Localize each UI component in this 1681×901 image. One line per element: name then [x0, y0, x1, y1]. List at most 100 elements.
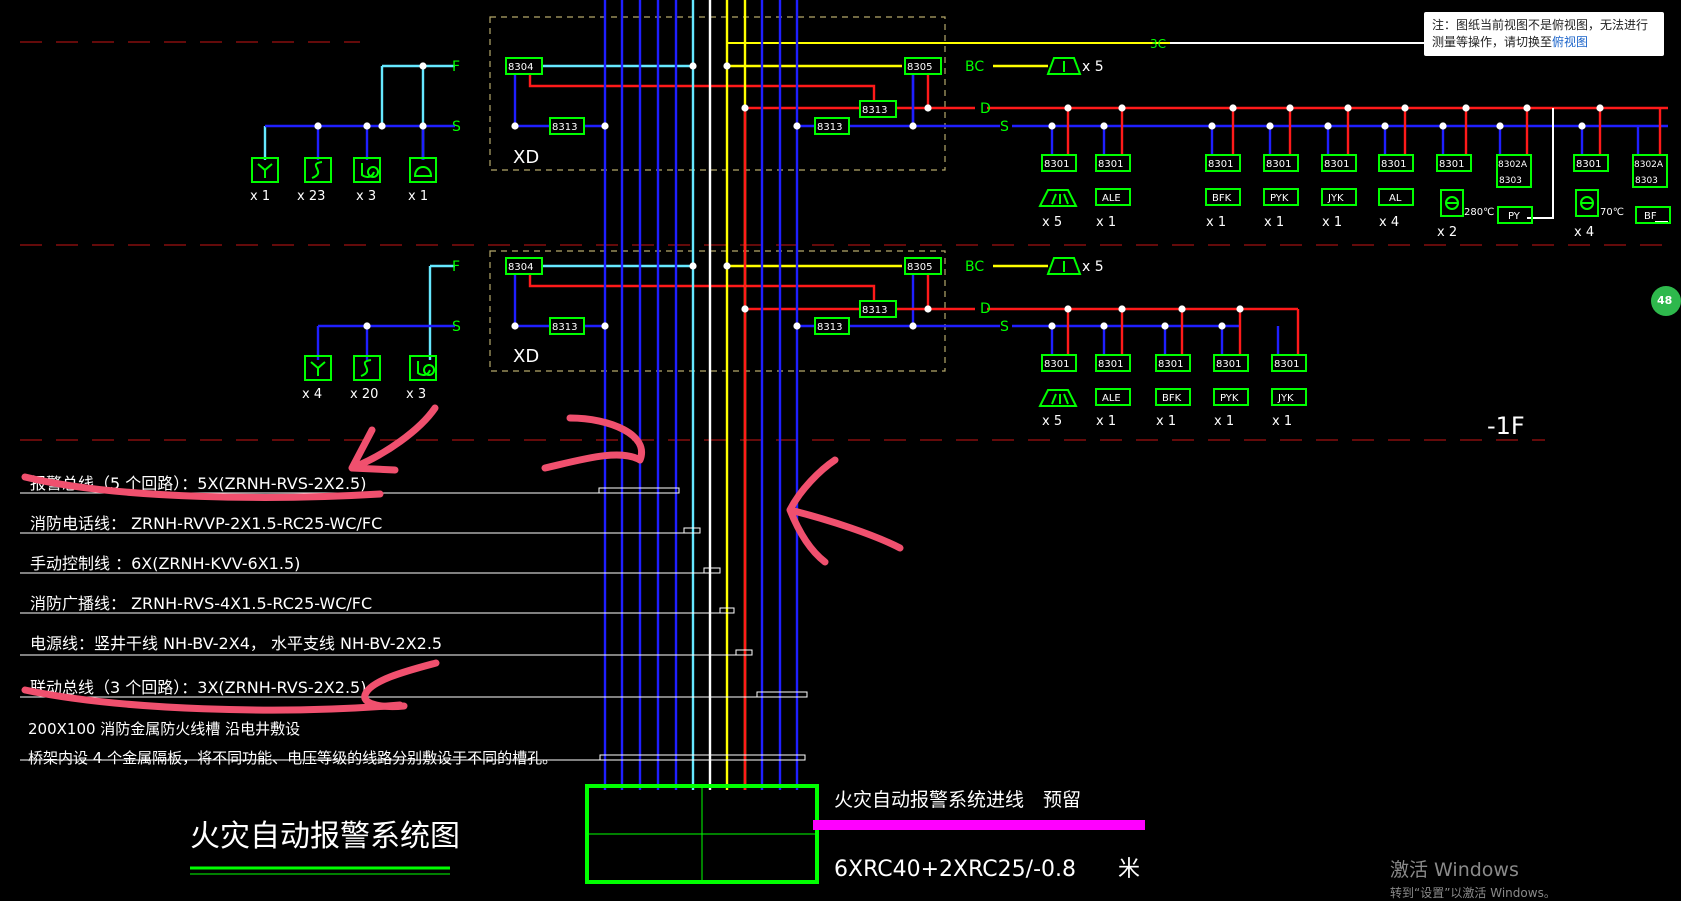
module-8305-b: 8305 [907, 262, 932, 273]
module-8305-a: 8305 [907, 62, 932, 73]
lower-dev-bfk: BFK [1162, 393, 1182, 404]
upper-dev-jyk: JYK [1327, 193, 1344, 204]
upper-dev-bfk: BFK [1212, 193, 1232, 204]
windows-activation-watermark: 激活 Windows 转到“设置”以激活 Windows。 [1390, 855, 1556, 901]
upper-temp-70: 70℃ [1600, 207, 1624, 218]
count-phone: x 1 [250, 189, 270, 204]
view-mode-notice: 注：图纸当前视图不是俯视图，无法进行测量等操作，请切换至俯视图 [1424, 12, 1664, 56]
lower-dev-jyk: JYK [1277, 393, 1294, 404]
entry-spec: 6XRC40+2XRC25/-0.8 [834, 857, 1076, 882]
label-f-lower: F [452, 259, 460, 275]
module-8313-e: 8313 [552, 322, 577, 333]
device-manual-alarm-icon [353, 157, 381, 183]
line-labels: F S BC D S F S BC D S 3C [452, 37, 1166, 335]
label-s-right-upper: S [1000, 119, 1009, 135]
module-8313-c: 8313 [817, 122, 842, 133]
notice-text: 注：图纸当前视图不是俯视图，无法进行测量等操作，请切换至 [1432, 18, 1649, 49]
upper-count-4: x 1 [1264, 215, 1284, 230]
lower-right-equipment [1038, 388, 1307, 407]
box-labels: XD XD [513, 147, 539, 367]
lower-right-counts: x 5 x 1 x 1 x 1 x 1 [1042, 414, 1292, 429]
upper-count-7: x 2 [1437, 225, 1457, 240]
lower-count-1: x 5 [1042, 414, 1062, 429]
upper-count-8: x 4 [1574, 225, 1594, 240]
upper-right-modules [1041, 154, 1668, 188]
upper-mod-8301-6: 8301 [1381, 159, 1406, 170]
count-smoke-2: x 20 [350, 387, 378, 402]
upper-left-devices [251, 157, 437, 183]
lower-count-5: x 1 [1272, 414, 1292, 429]
label-s-right-lower: S [1000, 319, 1009, 335]
speakers [1046, 57, 1082, 275]
lower-dev-ale: ALE [1102, 393, 1121, 404]
annotation-arrow-2 [786, 456, 904, 566]
xd-label-upper: XD [513, 147, 539, 168]
upper-count-6: x 4 [1379, 215, 1399, 230]
entry-line-label: 火灾自动报警系统进线 [834, 789, 1024, 811]
lower-mod-8301-2: 8301 [1098, 359, 1123, 370]
lower-mod-8301-5: 8301 [1274, 359, 1299, 370]
legend-manual-control: 手动控制线 ：6X(ZRNH-KVV-6X1.5) [30, 554, 300, 573]
lower-mod-8301-3: 8301 [1158, 359, 1183, 370]
fire-damper-icon-2 [1575, 189, 1599, 217]
count-smoke: x 23 [297, 189, 325, 204]
top-view-link[interactable]: 俯视图 [1552, 35, 1589, 49]
upper-mod-8303-1: 8303 [1499, 176, 1522, 186]
upper-dev-bf: BF [1644, 211, 1657, 222]
device-manual-alarm-icon-2 [409, 355, 437, 381]
module-8313-a: 8313 [862, 105, 887, 116]
upper-dev-ale: ALE [1102, 193, 1121, 204]
annotation-arrow-1 [348, 404, 439, 474]
upper-mod-8301-4: 8301 [1266, 159, 1291, 170]
upper-count-5: x 1 [1322, 215, 1342, 230]
label-bc-upper: BC [965, 59, 984, 75]
device-smoke-detector-icon [304, 157, 332, 183]
page-badge[interactable]: 48 [1651, 286, 1681, 316]
lower-wiring [316, 264, 1300, 360]
upper-count-2: x 1 [1096, 215, 1116, 230]
upper-dev-al: AL [1389, 193, 1402, 204]
speaker-count-lower: x 5 [1082, 259, 1104, 275]
xd-label-lower: XD [513, 346, 539, 367]
entry-box [585, 784, 819, 884]
lower-mod-8301-1: 8301 [1044, 359, 1069, 370]
device-smoke-detector-icon-2 [353, 355, 381, 381]
junction-dots [314, 62, 1604, 330]
legend-broadcast: 消防广播线： ZRNH-RVS-4X1.5-RC25-WC/FC [30, 594, 372, 613]
legend-text: 报警总线（5 个回路）：5X(ZRNH-RVS-2X2.5) 消防电话线： ZR… [28, 474, 557, 767]
lower-count-4: x 1 [1214, 414, 1234, 429]
upper-mod-8302a-1: 8302A [1498, 160, 1528, 170]
lower-left-counts: x 4 x 20 x 3 [302, 387, 426, 402]
floor-label: -1F [1487, 412, 1525, 440]
diagram-title: 火灾自动报警系统图 [190, 819, 460, 854]
upper-mod-8301-2: 8301 [1098, 159, 1123, 170]
lower-count-2: x 1 [1096, 414, 1116, 429]
label-d-lower: D [980, 301, 991, 317]
upper-wiring [263, 42, 1668, 223]
module-8313-b: 8313 [552, 122, 577, 133]
fire-damper-icon-1 [1440, 189, 1464, 217]
upper-right-counts: x 5 x 1 x 1 x 1 x 1 x 4 x 2 x 4 [1042, 215, 1594, 240]
upper-mod-8301-3: 8301 [1208, 159, 1233, 170]
speaker-count-upper: x 5 [1082, 59, 1104, 75]
upper-left-counts: x 1 x 23 x 3 x 1 [250, 189, 428, 204]
label-bc-lower: BC [965, 259, 984, 275]
floor-separators [20, 41, 1668, 441]
upper-mod-8302a-2: 8302A [1634, 160, 1664, 170]
device-bell-icon [409, 157, 437, 183]
module-8304-b: 8304 [508, 262, 533, 273]
upper-right-equipment [1038, 188, 1671, 224]
upper-mod-8301-1: 8301 [1044, 159, 1069, 170]
user-annotations [21, 404, 904, 714]
upper-count-1: x 5 [1042, 215, 1062, 230]
upper-mod-8301-8: 8301 [1576, 159, 1601, 170]
lower-dev-pyk: PYK [1220, 393, 1239, 404]
risers [603, 0, 799, 790]
legend-bridge-note: 桥架内设 4 个金属隔板，将不同功能、电压等级的线路分别敷设于不同的槽孔。 [28, 749, 557, 767]
terminal-boxes [489, 16, 946, 372]
annotation-underline-2 [21, 686, 404, 714]
label-s-lower: S [452, 319, 461, 335]
legend-lines [20, 487, 808, 761]
legend-linkage-bus: 联动总线（3 个回路）：3X(ZRNH-RVS-2X2.5) [30, 678, 366, 697]
